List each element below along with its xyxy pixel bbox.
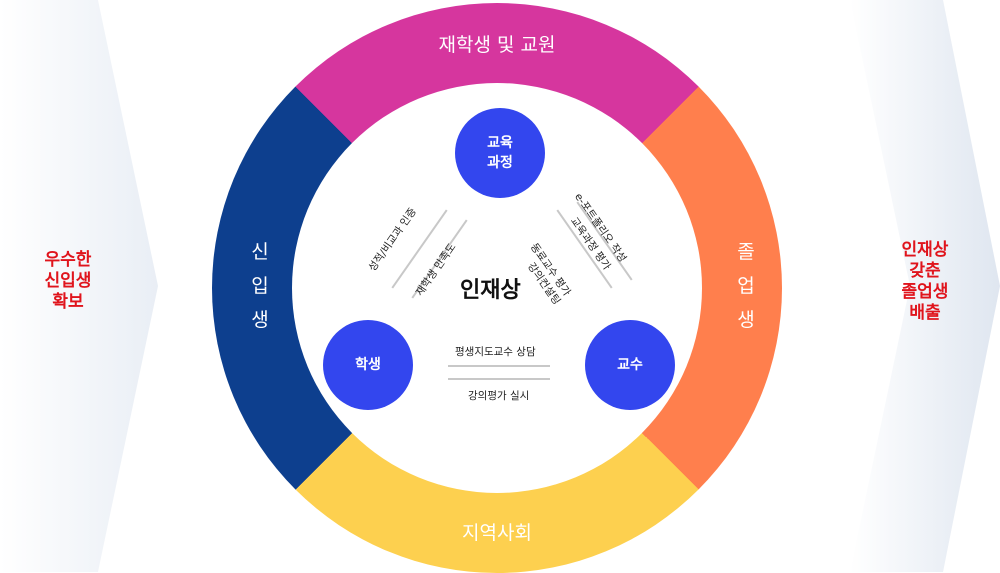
- segment-left: 신 입 생: [251, 241, 269, 331]
- node-curriculum: 교육 과정: [455, 108, 545, 198]
- segment-right: 졸 업 생: [737, 241, 755, 331]
- flow-label: 강의평가 실시: [468, 390, 530, 402]
- node-professor: 교수: [585, 320, 675, 410]
- flow-label: 평생지도교수 상담: [455, 346, 536, 358]
- segment-top: 재학생 및 교원: [438, 34, 556, 56]
- right-goal: 인재상 갖춘 졸업생 배출: [901, 240, 949, 323]
- left-goal: 우수한 신입생 확보: [44, 250, 92, 312]
- center-title: 인재상: [460, 278, 521, 303]
- arrow-bottom-left: [448, 365, 550, 367]
- arrow-bottom-right: [448, 378, 550, 380]
- node-student: 학생: [323, 320, 413, 410]
- segment-bottom: 지역사회: [462, 522, 532, 544]
